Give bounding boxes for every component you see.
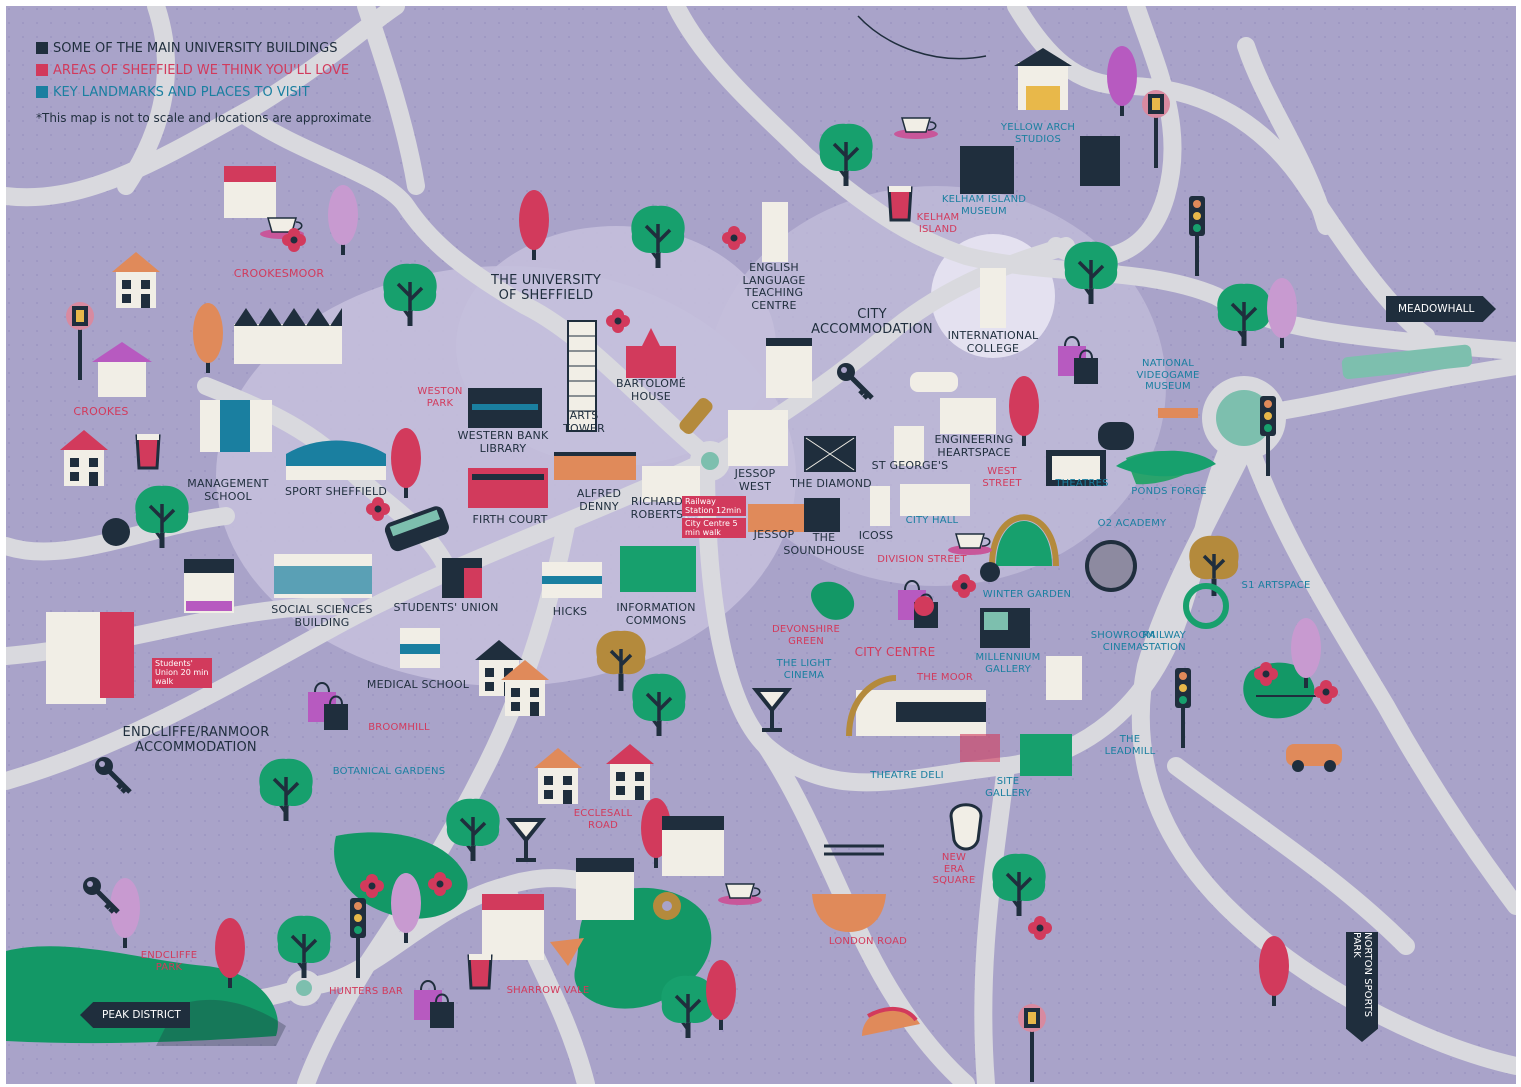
legend-swatch-teal [36,86,48,98]
weston-park-label[interactable]: WESTON PARK [417,386,463,409]
engineering-heartspace-label[interactable]: ENGINEERING HEARTSPACE [934,433,1014,459]
botanical-gardens-label[interactable]: BOTANICAL GARDENS [332,766,446,777]
international-college-label[interactable]: INTERNATIONAL COLLEGE [947,329,1039,355]
endcliffe-park-label[interactable]: ENDCLIFFE PARK [140,950,198,973]
legend-swatch-navy [36,42,48,54]
icoss-label[interactable]: ICOSS [858,529,894,542]
site-gallery-label[interactable]: SITE GALLERY [985,776,1031,799]
legend-label-landmarks: KEY LANDMARKS AND PLACES TO VISIT [53,84,310,100]
information-commons-label[interactable]: INFORMATION COMMONS [616,601,696,627]
zone-university-label: THE UNIVERSITY OF SHEFFIELD [490,273,602,303]
peak-district-sign[interactable]: PEAK DISTRICT [80,1002,190,1028]
zone-endcliffe-accommodation-label: ENDCLIFFE/RANMOOR ACCOMMODATION [122,725,270,755]
legend-row-university: SOME OF THE MAIN UNIVERSITY BUILDINGS [36,37,371,59]
london-road-label[interactable]: LONDON ROAD [828,936,908,947]
norton-sports-park-sign[interactable]: NORTON SPORTS PARK [1346,932,1378,1042]
the-light-cinema-label[interactable]: THE LIGHT CINEMA [776,658,832,681]
city-centre-label[interactable]: CITY CENTRE [854,645,936,659]
the-leadmill-label[interactable]: THE LEADMILL [1104,734,1156,757]
s1-artspace-label[interactable]: S1 ARTSPACE [1241,580,1311,591]
railway-station-label[interactable]: RAILWAY STATION [1142,630,1186,653]
western-bank-library-label[interactable]: WESTERN BANK LIBRARY [457,429,549,455]
ponds-forge-label[interactable]: PONDS FORGE [1131,486,1207,497]
zone-city-accommodation-label: CITY ACCOMMODATION [811,307,933,337]
bartolome-house-label[interactable]: BARTOLOMÉ HOUSE [616,377,686,403]
social-sciences-building-label[interactable]: SOCIAL SCIENCES BUILDING [271,603,373,629]
english-language-teaching-centre-label[interactable]: ENGLISH LANGUAGE TEACHING CENTRE [742,261,806,312]
alfred-denny-label[interactable]: ALFRED DENNY [576,487,622,513]
arts-tower-label[interactable]: ARTS TOWER [563,409,605,435]
yellow-arch-studios-label[interactable]: YELLOW ARCH STUDIOS [1000,122,1076,145]
medical-school-label[interactable]: MEDICAL SCHOOL [366,678,470,691]
new-era-square-label[interactable]: NEW ERA SQUARE [932,852,976,886]
broomhill-label[interactable]: BROOMHILL [368,722,430,733]
crookesmoor-label[interactable]: CROOKESMOOR [233,267,325,280]
theatres-label[interactable]: THEATRES [1055,478,1109,489]
railway-tram-sign: Railway Station 12min tram [682,496,746,523]
hicks-label[interactable]: HICKS [552,605,588,618]
millennium-gallery-label[interactable]: MILLENNIUM GALLERY [975,652,1041,675]
sharrow-vale-label[interactable]: SHARROW VALE [506,985,590,996]
management-school-label[interactable]: MANAGEMENT SCHOOL [187,477,269,503]
the-diamond-label[interactable]: THE DIAMOND [790,477,872,490]
city-hall-label[interactable]: CITY HALL [905,515,959,526]
students-union-walk-sign: Students' Union 20 min walk [152,658,212,688]
theatre-deli-label[interactable]: THEATRE DELI [870,770,944,781]
sheffield-map: SOME OF THE MAIN UNIVERSITY BUILDINGS AR… [6,6,1516,1084]
division-street-label[interactable]: DIVISION STREET [877,554,967,565]
st-georges-label[interactable]: ST GEORGE'S [871,459,949,472]
winter-garden-label[interactable]: WINTER GARDEN [982,589,1072,600]
legend-row-landmarks: KEY LANDMARKS AND PLACES TO VISIT [36,81,371,103]
firth-court-label[interactable]: FIRTH COURT [472,513,548,526]
legend-note: *This map is not to scale and locations … [36,111,372,125]
west-street-label[interactable]: WEST STREET [982,466,1022,489]
students-union-label[interactable]: STUDENTS' UNION [393,601,499,614]
legend-swatch-pink [36,64,48,76]
map-artwork [6,6,1516,1084]
map-legend: SOME OF THE MAIN UNIVERSITY BUILDINGS AR… [36,37,371,125]
showroom-cinema-label[interactable]: SHOWROOM CINEMA [1090,630,1156,653]
national-videogame-museum-label[interactable]: NATIONAL VIDEOGAME MUSEUM [1136,358,1200,392]
crookes-label[interactable]: CROOKES [73,405,129,418]
jessop-west-label[interactable]: JESSOP WEST [734,467,776,493]
the-moor-label[interactable]: THE MOOR [916,672,974,683]
sport-sheffield-label[interactable]: SPORT SHEFFIELD [285,485,387,498]
kelham-island-label[interactable]: KELHAM ISLAND [916,212,960,235]
city-centre-walk-sign: City Centre 5 min walk [682,518,746,538]
legend-label-areas: AREAS OF SHEFFIELD WE THINK YOU'LL LOVE [53,62,350,78]
hunters-bar-label[interactable]: HUNTERS BAR [328,986,404,997]
richard-roberts-label[interactable]: RICHARD ROBERTS [630,495,684,521]
the-soundhouse-label[interactable]: THE SOUNDHOUSE [783,531,865,557]
meadowhall-sign[interactable]: MEADOWHALL [1386,296,1496,322]
devonshire-green-label[interactable]: DEVONSHIRE GREEN [771,624,841,647]
legend-row-areas: AREAS OF SHEFFIELD WE THINK YOU'LL LOVE [36,59,371,81]
kelham-island-museum-label[interactable]: KELHAM ISLAND MUSEUM [941,194,1027,217]
o2-academy-label[interactable]: O2 ACADEMY [1097,518,1167,529]
ecclesall-road-label[interactable]: ECCLESALL ROAD [573,808,633,831]
legend-label-university: SOME OF THE MAIN UNIVERSITY BUILDINGS [53,40,338,56]
jessop-label[interactable]: JESSOP [753,528,795,541]
